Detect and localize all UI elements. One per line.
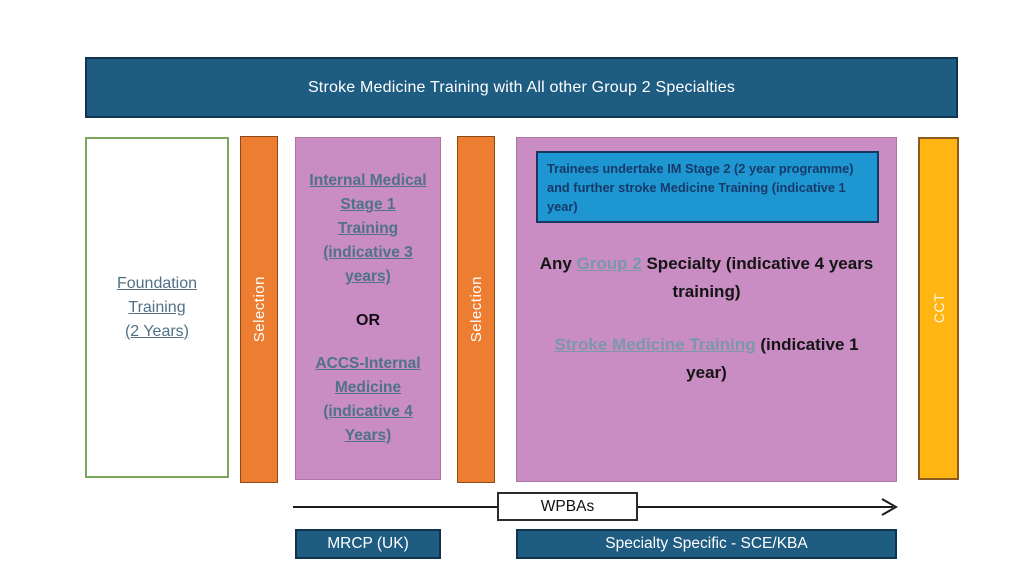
im-stage1-link[interactable]: Internal Medical Stage 1 Training (indic… [309,172,427,286]
stroke-suffix: (indicative 1 year) [686,335,859,383]
foundation-training-box: Foundation Training (2 Years) [85,137,229,478]
im-stage1-box: Internal Medical Stage 1 Training (indic… [295,137,441,480]
specialty-exam-label: Specialty Specific - SCE/KBA [605,535,808,552]
title-bar: Stroke Medicine Training with All other … [85,57,958,118]
cct-label: CCT [930,293,947,324]
mrcp-label: MRCP (UK) [327,535,409,552]
im-stage2-callout: Trainees undertake IM Stage 2 (2 year pr… [536,151,879,223]
cct-bar: CCT [918,137,959,480]
group2-specialty-box: Trainees undertake IM Stage 2 (2 year pr… [516,137,897,482]
selection-bar-right: Selection [457,136,495,483]
wpbas-label: WPBAs [540,497,595,515]
group2-text-block: Any Group 2 Specialty (indicative 4 year… [517,250,896,387]
stroke-medicine-training-link[interactable]: Stroke Medicine Training [554,335,756,355]
stroke-training-line: Stroke Medicine Training (indicative 1 y… [535,331,878,387]
specialty-exam-box: Specialty Specific - SCE/KBA [516,529,897,559]
any-group2-line: Any Group 2 Specialty (indicative 4 year… [535,250,878,306]
mrcp-exam-box: MRCP (UK) [295,529,441,559]
page-title: Stroke Medicine Training with All other … [307,78,736,96]
any-prefix: Any [539,254,577,273]
foundation-training-link[interactable]: Foundation Training [116,274,198,316]
selection-label: Selection [250,276,268,343]
wpbas-box: WPBAs [497,492,638,521]
or-label: OR [356,311,380,329]
accs-link[interactable]: ACCS-Internal Medicine (indicative 4 Yea… [315,354,421,444]
im-stage2-callout-text: Trainees undertake IM Stage 2 (2 year pr… [547,161,854,215]
selection-bar-left: Selection [240,136,278,483]
foundation-years-link[interactable]: (2 Years) [124,322,190,340]
any-suffix: Specialty (indicative 4 years training) [641,254,874,302]
group2-link[interactable]: Group 2 [576,254,642,273]
selection-label: Selection [467,276,485,343]
